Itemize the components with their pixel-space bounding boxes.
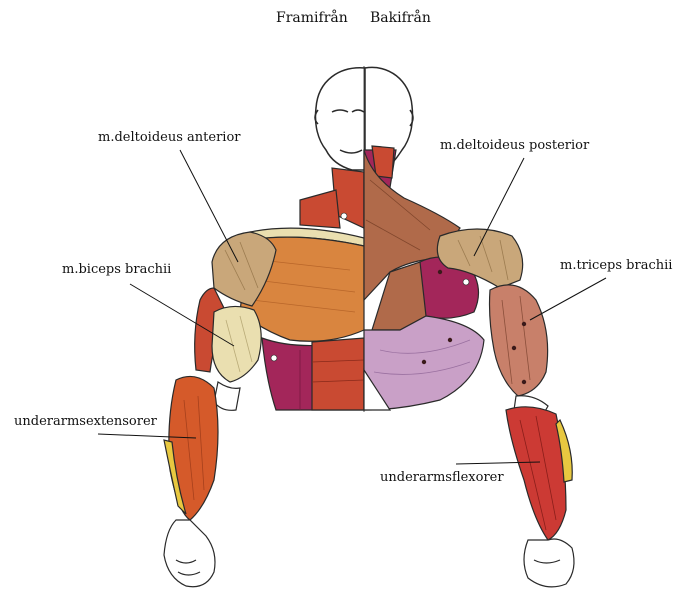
front-view-header: Framifrån	[276, 10, 348, 26]
label-forearm-flexors: underarmsflexorer	[380, 470, 504, 486]
label-deltoid-anterior: m.deltoideus anterior	[98, 130, 241, 146]
leader-triceps	[530, 278, 606, 320]
label-deltoid-posterior: m.deltoideus posterior	[440, 138, 589, 154]
label-biceps-brachii: m.biceps brachii	[62, 262, 171, 278]
front-torso	[240, 190, 364, 410]
label-triceps-brachii: m.triceps brachii	[560, 258, 672, 274]
label-forearm-extensors: underarmsextensorer	[14, 414, 157, 430]
leader-deltoid-anterior	[180, 150, 238, 262]
back-view-header: Bakifrån	[370, 10, 431, 26]
front-head	[315, 68, 365, 170]
front-arm	[164, 232, 276, 587]
